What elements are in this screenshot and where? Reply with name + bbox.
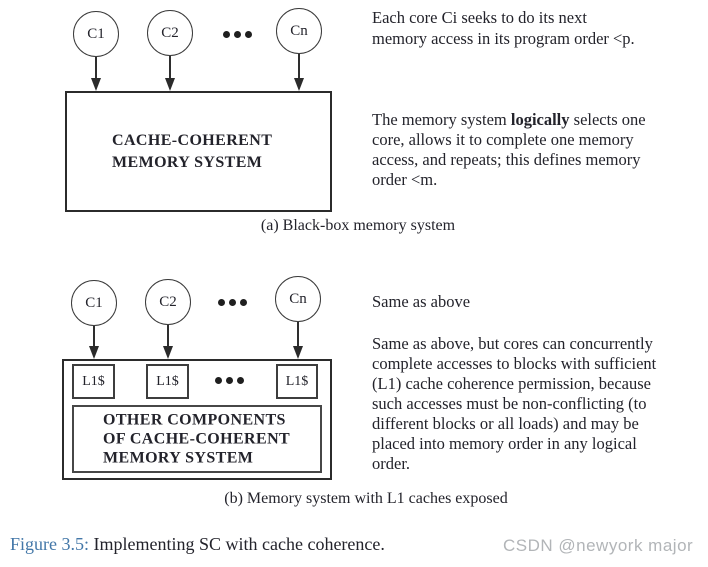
watermark: CSDN @newyork major (503, 536, 694, 555)
memory-system-box-label: CACHE-COHERENT MEMORY SYSTEM (112, 131, 273, 171)
core-label: C2 (161, 24, 179, 41)
down-arrow (297, 322, 299, 347)
core-circle-c1: C1 (73, 11, 119, 57)
l1-cache-box: L1$ (72, 364, 115, 399)
down-arrow-head-icon (294, 78, 304, 91)
note-panel-a-memory-order: The memory system logically selects one … (372, 110, 646, 189)
core-circle-cn: Cn (276, 8, 322, 54)
down-arrow (167, 325, 169, 347)
l1-cache-label: L1$ (82, 373, 105, 389)
l1-cache-box: L1$ (276, 364, 318, 399)
l1-cache-label: L1$ (285, 373, 309, 389)
ellipsis-icon (223, 31, 252, 38)
panel-a-caption: (a) Black-box memory system (260, 217, 456, 234)
figure-number-label: Figure 3.5: (10, 534, 89, 554)
down-arrow (95, 57, 97, 80)
note-panel-b-concurrent-access: Same as above, but cores can concurrentl… (372, 334, 657, 473)
down-arrow-head-icon (89, 346, 99, 359)
core-circle-cn: Cn (275, 276, 321, 322)
down-arrow-head-icon (91, 78, 101, 91)
other-components-box: OTHER COMPONENTS OF CACHE-COHERENT MEMOR… (72, 405, 322, 473)
figure-caption: Figure 3.5: Implementing SC with cache c… (10, 534, 385, 555)
note-panel-a-program-order: Each core Ci seeks to do its next memory… (372, 8, 635, 48)
core-label: C1 (87, 25, 105, 42)
ellipsis-icon (218, 299, 247, 306)
core-circle-c2: C2 (147, 10, 193, 56)
l1-cache-box: L1$ (146, 364, 189, 399)
ellipsis-icon (215, 377, 244, 384)
core-label: Cn (290, 22, 308, 39)
bold-word: logically (510, 110, 570, 129)
core-label: C2 (159, 293, 177, 310)
down-arrow-head-icon (165, 78, 175, 91)
memory-system-box: CACHE-COHERENT MEMORY SYSTEM (65, 91, 332, 212)
note-panel-b-same-as-above: Same as above (372, 292, 471, 311)
down-arrow-head-icon (293, 346, 303, 359)
l1-cache-label: L1$ (156, 373, 179, 389)
down-arrow (298, 54, 300, 80)
core-label: Cn (289, 290, 307, 307)
core-label: C1 (85, 294, 103, 311)
figure-caption-text: Implementing SC with cache coherence. (89, 534, 385, 554)
core-circle-c1: C1 (71, 280, 117, 326)
other-components-box-label: OTHER COMPONENTS OF CACHE-COHERENT MEMOR… (103, 411, 291, 467)
core-circle-c2: C2 (145, 279, 191, 325)
down-arrow-head-icon (163, 346, 173, 359)
down-arrow (93, 326, 95, 347)
down-arrow (169, 56, 171, 80)
panel-b-caption: (b) Memory system with L1 caches exposed (224, 490, 508, 507)
